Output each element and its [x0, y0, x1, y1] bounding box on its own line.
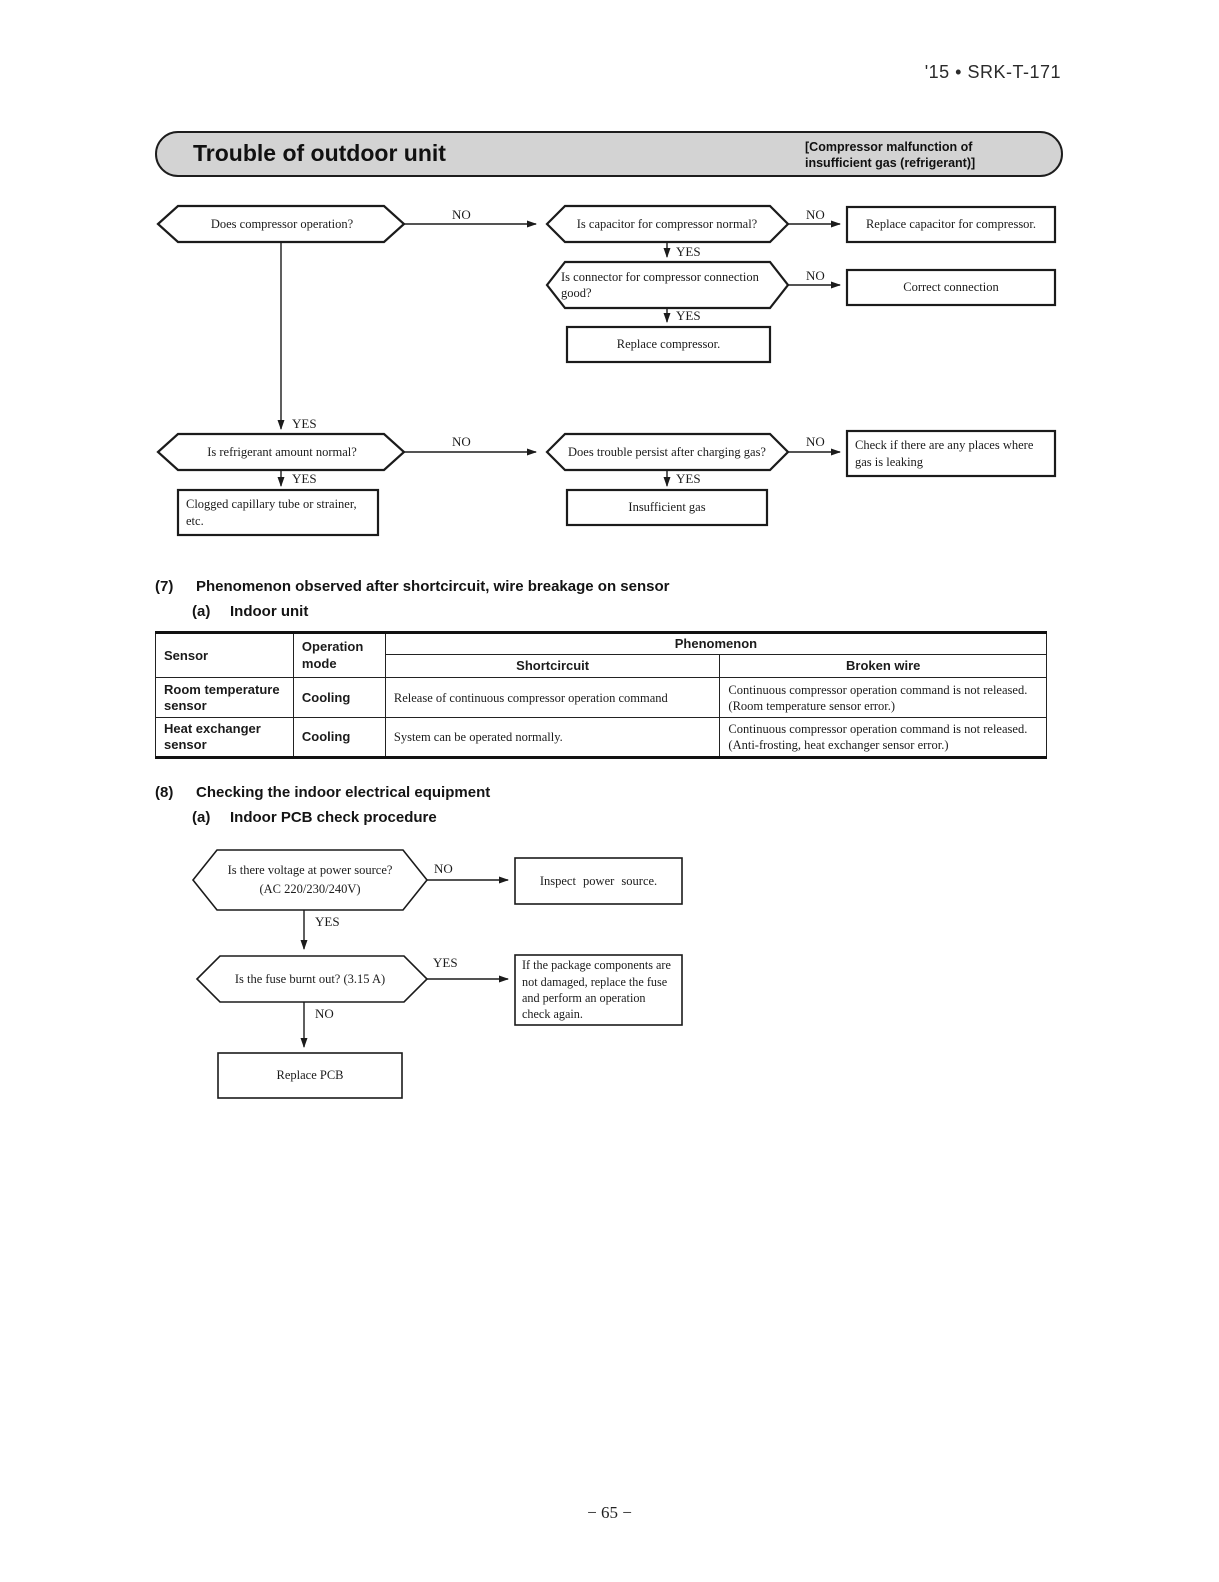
label-yes: YES	[676, 244, 701, 259]
label-yes: YES	[292, 471, 317, 486]
box-clogged-line2: etc.	[186, 513, 204, 528]
section7-title: Phenomenon observed after shortcircuit, …	[196, 578, 670, 595]
box-check-leak-line2: gas is leaking	[855, 454, 924, 469]
col-header-broken-wire: Broken wire	[719, 654, 1047, 679]
box-replace-fuse	[514, 954, 683, 1026]
row1-sensor: Room temperature sensor	[155, 677, 294, 719]
section7a-number: (a)	[192, 603, 211, 620]
q-connector-line1: Is connector for compressor connection	[561, 269, 759, 284]
document-code: '15 • SRK-T-171	[924, 62, 1061, 82]
col-header-shortcircuit: Shortcircuit	[384, 654, 721, 679]
box-check-leak-text: Check if there are any places where gas …	[855, 431, 1051, 476]
label-yes: YES	[676, 471, 701, 486]
q-fuse-shape	[195, 955, 429, 1003]
label-no: NO	[452, 207, 471, 222]
row1-broken-wire-line2: (Room temperature sensor error.)	[728, 698, 896, 713]
q-connector-line2: good?	[561, 286, 592, 300]
q-voltage-line2: (AC 220/230/240V)	[259, 882, 361, 896]
label-no: NO	[806, 207, 825, 222]
q-charging-text: Does trouble persist after charging gas?	[568, 444, 766, 459]
row2-shortcircuit: System can be operated normally.	[384, 717, 721, 760]
q-refrigerant-text: Is refrigerant amount normal?	[207, 444, 357, 459]
label-no: NO	[806, 268, 825, 283]
box-clogged-line1: Clogged capillary tube or strainer,	[186, 497, 357, 512]
row1-broken-wire: Continuous compressor operation command …	[719, 677, 1047, 719]
box-inspect-power	[514, 857, 683, 905]
label-yes: YES	[292, 416, 317, 431]
box-clogged-text: Clogged capillary tube or strainer, etc.	[186, 490, 376, 535]
label-no: NO	[434, 861, 453, 876]
q-charging-shape	[545, 432, 790, 472]
box-check-leak	[845, 429, 1057, 478]
section8a-heading: (a) Indoor PCB check procedure	[192, 809, 437, 826]
q-compressor-text: Does compressor operation?	[210, 216, 354, 231]
section7-heading: (7) Phenomenon observed after shortcircu…	[155, 578, 669, 595]
banner-subtitle: [Compressor malfunction of insufficient …	[805, 139, 1055, 172]
row1-broken-wire-line1: Continuous compressor operation command …	[728, 682, 1028, 697]
row2-broken-wire-line1: Continuous compressor operation command …	[728, 722, 1028, 736]
row2-broken-wire-line2: (Anti-frosting, heat exchanger sensor er…	[728, 738, 949, 753]
box-inspect-power-text: Inspect power source.	[539, 873, 658, 888]
page-number: − 65 −	[587, 1503, 632, 1522]
row1-mode: Cooling	[292, 677, 386, 719]
box-correct-connection	[845, 268, 1057, 307]
q-capacitor-shape	[545, 204, 790, 244]
box-clogged	[176, 488, 380, 537]
table-row: Room temperature sensor Cooling Release …	[155, 677, 1047, 719]
box-check-leak-line1: Check if there are any places where	[855, 438, 1034, 453]
section8-heading: (8) Checking the indoor electrical equip…	[155, 784, 490, 801]
q-voltage-line1: Is there voltage at power source?	[227, 862, 393, 877]
section8-title: Checking the indoor electrical equipment	[196, 784, 491, 801]
box-replace-compressor	[565, 325, 772, 364]
box-correct-connection-text: Correct connection	[903, 280, 999, 295]
row2-broken-wire: Continuous compressor operation command …	[719, 717, 1047, 760]
q-connector-shape	[545, 260, 790, 310]
label-yes: YES	[433, 955, 458, 970]
label-no: NO	[452, 434, 471, 449]
label-no: NO	[806, 434, 825, 449]
q-voltage-text: Is there voltage at power source? (AC 22…	[216, 850, 404, 910]
label-yes: YES	[315, 914, 340, 929]
q-compressor-shape	[156, 204, 406, 244]
section8a-number: (a)	[192, 809, 211, 826]
box-replace-capacitor	[845, 205, 1057, 244]
banner-subtitle-line1: [Compressor malfunction of	[805, 140, 973, 154]
box-replace-fuse-text: If the package components are not damage…	[522, 958, 671, 1022]
row1-shortcircuit: Release of continuous compressor operati…	[384, 677, 721, 719]
sensor-phenomenon-table: Sensor Operation mode Phenomenon Shortci…	[155, 630, 1048, 760]
banner-subtitle-line2: insufficient gas (refrigerant)]	[805, 156, 976, 171]
q-fuse-text: Is the fuse burnt out? (3.15 A)	[234, 971, 386, 986]
section-banner: Trouble of outdoor unit [Compressor malf…	[155, 131, 1063, 177]
col-header-sensor: Sensor	[155, 630, 294, 679]
section8a-title: Indoor PCB check procedure	[230, 809, 437, 826]
table-row: Heat exchanger sensor Cooling System can…	[155, 717, 1047, 760]
box-replace-compressor-text: Replace compressor.	[616, 337, 721, 352]
q-refrigerant-shape	[156, 432, 406, 472]
col-header-operation-mode: Operation mode	[292, 630, 386, 679]
section8-number: (8)	[155, 784, 174, 801]
label-no: NO	[315, 1006, 334, 1021]
section7a-heading: (a) Indoor unit	[192, 603, 308, 620]
box-replace-pcb	[217, 1052, 403, 1099]
banner-title: Trouble of outdoor unit	[193, 140, 446, 166]
row2-mode: Cooling	[292, 717, 386, 760]
row2-sensor: Heat exchanger sensor	[155, 717, 294, 760]
label-yes: YES	[676, 308, 701, 323]
q-capacitor-text: Is capacitor for compressor normal?	[576, 216, 758, 231]
box-insufficient-gas-text: Insufficient gas	[628, 500, 706, 515]
section7-number: (7)	[155, 578, 174, 595]
q-connector-text: Is connector for compressor connection g…	[561, 262, 775, 308]
box-replace-pcb-text: Replace PCB	[276, 1068, 344, 1083]
q-voltage-shape	[191, 849, 429, 911]
box-insufficient-gas	[565, 488, 769, 527]
box-replace-capacitor-text: Replace capacitor for compressor.	[865, 217, 1037, 232]
col-header-phenomenon: Phenomenon	[384, 630, 1048, 656]
section7a-title: Indoor unit	[230, 603, 309, 620]
